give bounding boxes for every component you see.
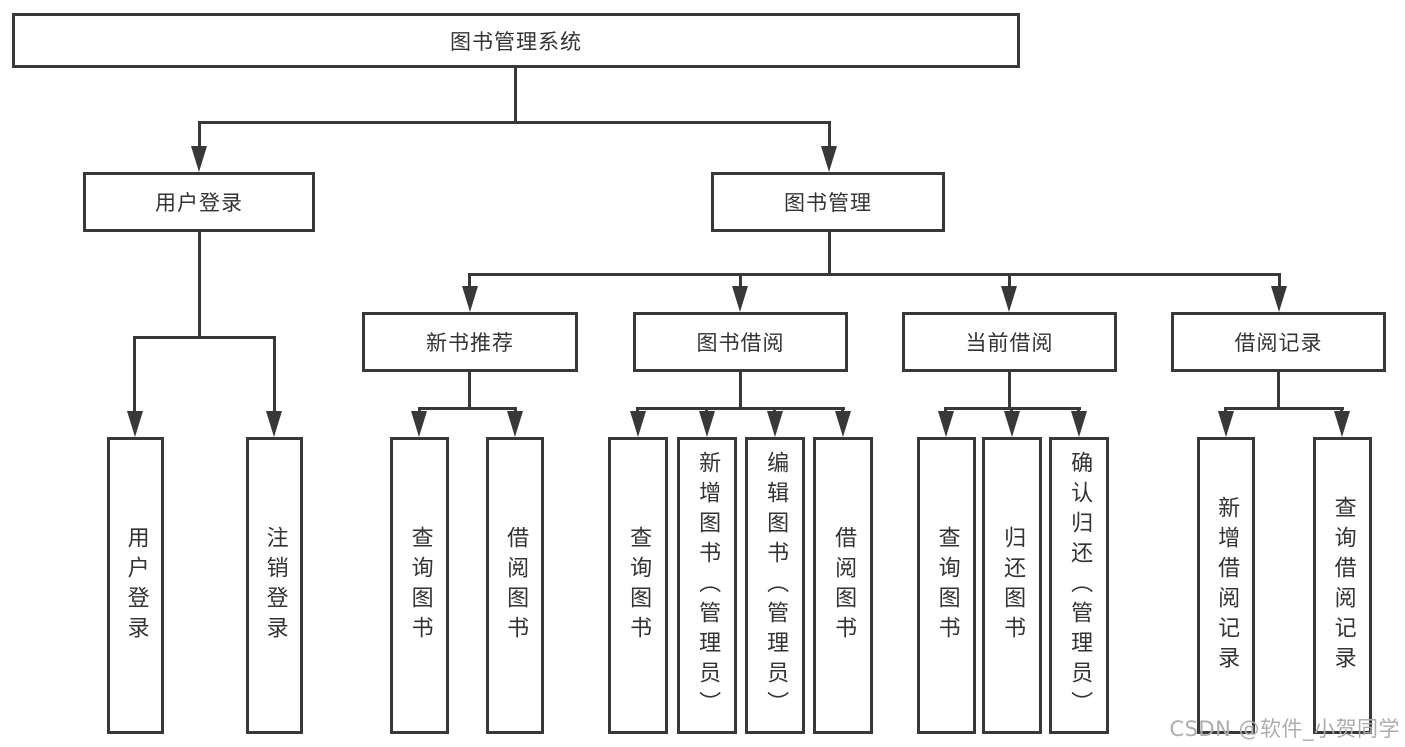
leaf-borrow-books: 借阅图书 — [486, 437, 544, 734]
connector-drop-leaf — [841, 407, 844, 413]
node-book-borrowing: 图书借阅 — [633, 312, 848, 372]
leaf-return-books: 归还图书 — [982, 437, 1042, 734]
leaf-user-login: 用户登录 — [107, 437, 164, 734]
connector-drop-user-login — [198, 121, 201, 146]
connector-drop-level3 — [739, 273, 742, 287]
node-book-management: 图书管理 — [711, 172, 945, 232]
connector-drop-level3 — [468, 273, 471, 287]
leaf-query-books: 查询图书 — [390, 437, 449, 734]
connector-drop-leaf — [418, 407, 421, 413]
leaf-query-borrow-record: 查询借阅记录 — [1313, 437, 1372, 734]
leaf-add-books-admin: 新增图书（管理员） — [677, 437, 737, 734]
leaf-logout: 注销登录 — [246, 437, 303, 734]
connector-bus — [1224, 407, 1344, 410]
connector-drop-leaf — [514, 407, 517, 413]
leaf-query-books: 查询图书 — [608, 437, 668, 734]
arrow-down-icon — [462, 286, 478, 312]
connector-bus — [636, 407, 845, 410]
arrow-down-icon — [1071, 411, 1087, 437]
node-new-book-recommendation: 新书推荐 — [362, 312, 578, 372]
connector-bus — [418, 407, 517, 410]
connector-drop-leaf — [273, 336, 276, 411]
arrow-down-icon — [630, 411, 646, 437]
leaf-borrow-books: 借阅图书 — [813, 437, 873, 734]
connector-stem — [1277, 372, 1280, 407]
connector-drop-leaf — [1340, 407, 1343, 413]
node-borrowing-records: 借阅记录 — [1171, 312, 1386, 372]
arrow-down-icon — [1271, 286, 1287, 312]
connector-stem — [739, 372, 742, 407]
leaf-query-books: 查询图书 — [917, 437, 976, 734]
connector-stem — [1008, 372, 1011, 407]
arrow-down-icon — [938, 411, 954, 437]
node-current-borrowing: 当前借阅 — [902, 312, 1117, 372]
arrow-down-icon — [1004, 411, 1020, 437]
arrow-down-icon — [507, 411, 523, 437]
connector-drop-level3 — [1008, 273, 1011, 287]
connector-stem — [468, 372, 471, 407]
connector-drop-book-management — [828, 121, 831, 146]
connector-drop-leaf — [944, 407, 947, 413]
arrow-down-icon — [1334, 411, 1350, 437]
arrow-down-icon — [266, 411, 282, 437]
connector-root-bus — [198, 121, 831, 124]
connector-book-management-stem — [828, 232, 831, 273]
arrow-down-icon — [191, 146, 207, 172]
connector-book-management-bus — [468, 273, 1281, 276]
node-library-management-system: 图书管理系统 — [12, 13, 1020, 68]
csdn-watermark: CSDN @软件_小贺同学 — [1169, 717, 1400, 741]
connector-drop-leaf — [773, 407, 776, 413]
arrow-down-icon — [1218, 411, 1234, 437]
connector-drop-leaf — [705, 407, 708, 413]
connector-drop-leaf — [636, 407, 639, 413]
connector-drop-level3 — [1278, 273, 1281, 287]
connector-user-login-stem — [198, 232, 201, 336]
leaf-add-borrow-record: 新增借阅记录 — [1197, 437, 1255, 734]
arrow-down-icon — [732, 286, 748, 312]
connector-drop-leaf — [1010, 407, 1013, 413]
arrow-down-icon — [835, 411, 851, 437]
arrow-down-icon — [821, 146, 837, 172]
leaf-edit-books-admin: 编辑图书（管理员） — [745, 437, 805, 734]
connector-drop-leaf — [1224, 407, 1227, 413]
arrow-down-icon — [127, 411, 143, 437]
arrow-down-icon — [1001, 286, 1017, 312]
arrow-down-icon — [699, 411, 715, 437]
connector-root-stem — [514, 68, 517, 121]
connector-drop-leaf — [1077, 407, 1080, 413]
connector-user-login-bus — [133, 336, 276, 339]
node-user-login: 用户登录 — [83, 172, 315, 232]
leaf-confirm-return-admin: 确认归还（管理员） — [1049, 437, 1109, 734]
connector-drop-leaf — [133, 336, 136, 411]
arrow-down-icon — [411, 411, 427, 437]
arrow-down-icon — [767, 411, 783, 437]
